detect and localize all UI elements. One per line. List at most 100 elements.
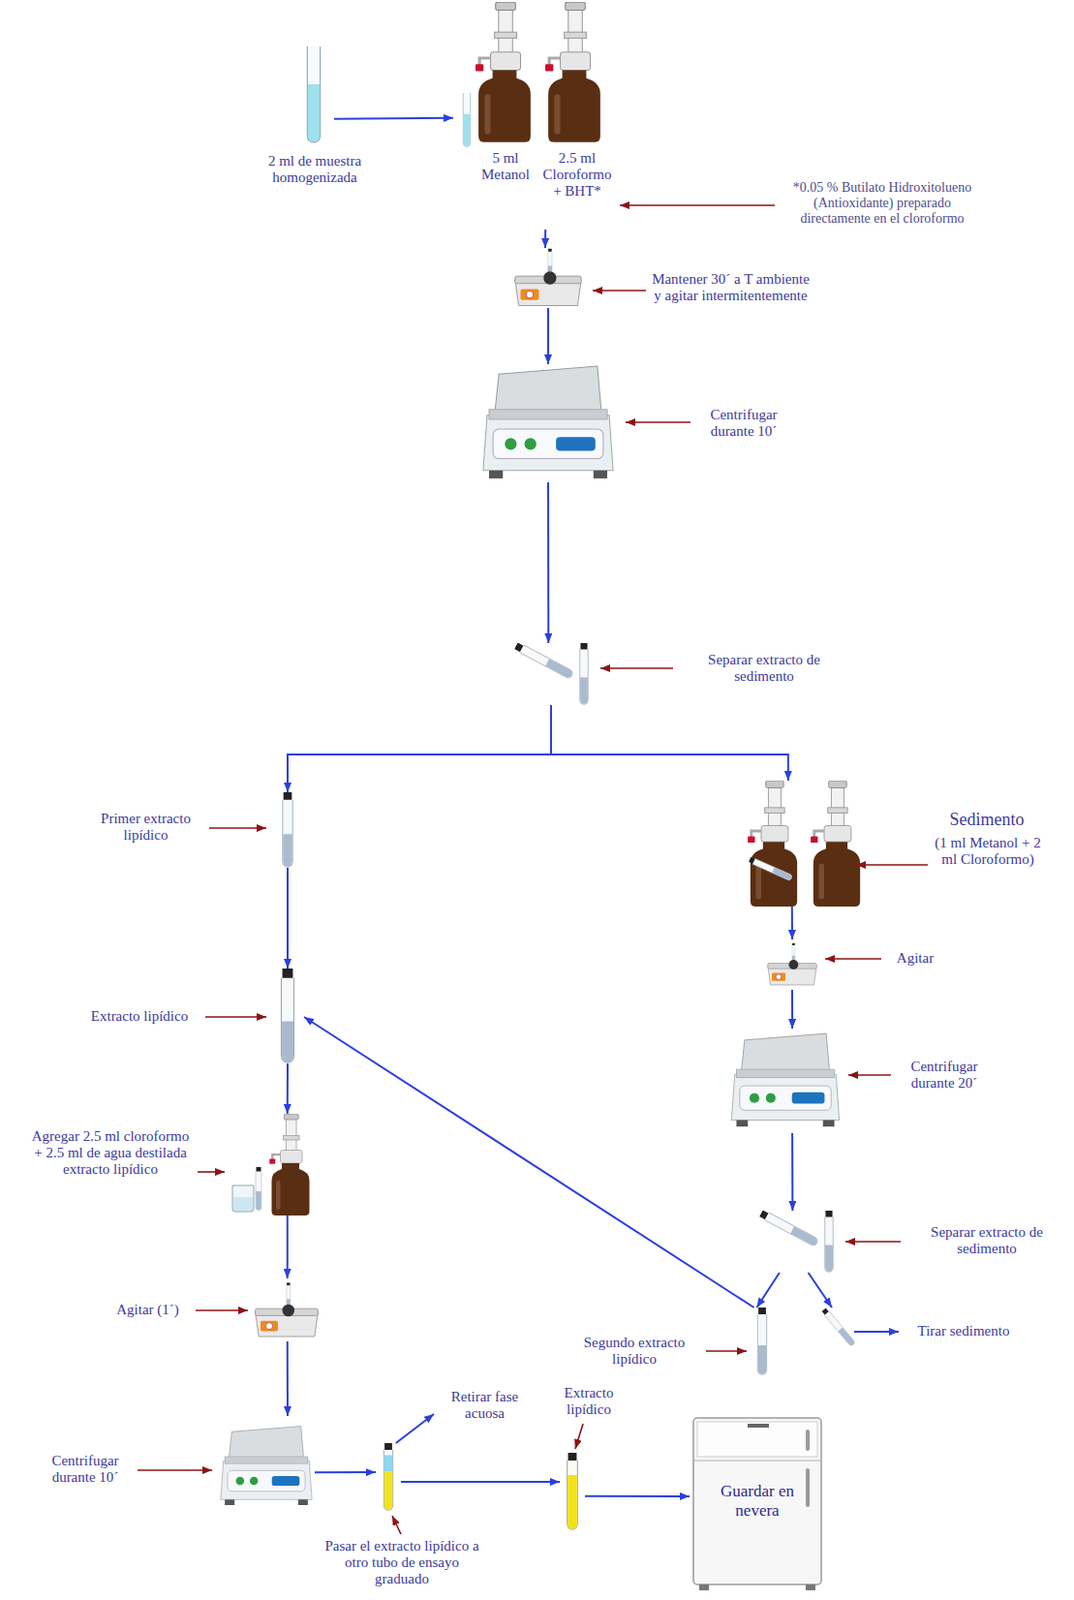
step-node: Segundo extracto lipídico <box>748 1307 776 1376</box>
step-node: Centrifugar durante 20´ <box>728 1028 843 1134</box>
vortex-agitator <box>515 248 582 307</box>
step-label: Primer extracto lipídico <box>85 810 207 844</box>
step-label: Guardar en nevera <box>699 1481 816 1521</box>
step-label: Segundo extracto lipídico <box>566 1334 703 1368</box>
leader-arrow <box>825 957 882 960</box>
step-node: Agitar (1´) <box>251 1278 322 1342</box>
step-node: Pasar el extracto lipídico a otro tubo d… <box>375 1442 401 1511</box>
step-node: Extracto lipídico <box>271 968 305 1064</box>
leader-arrow <box>625 421 691 424</box>
step-label: Mantener 30´ a T ambiente y agitar inter… <box>650 271 811 305</box>
step-label: Agitar <box>886 950 945 967</box>
dispenser-bottle <box>545 1 601 143</box>
step-node: Tirar sedimento <box>813 1307 851 1356</box>
step-label: (1 ml Metanol + 2 ml Cloroformo) <box>932 834 1044 868</box>
step-label: Centrifugar durante 20´ <box>895 1058 993 1092</box>
leader-arrow <box>205 1015 267 1018</box>
leader-arrow <box>592 289 646 292</box>
lipid-tube <box>567 1452 579 1530</box>
sample-tube <box>462 92 470 147</box>
leader-arrow <box>705 1350 747 1352</box>
step-node: 5 ml Metanol2.5 ml Cloroformo + BHT* <box>453 1 615 230</box>
step-node: Primer extracto lipídico <box>271 792 305 868</box>
discard-arrow <box>854 1330 899 1333</box>
flow-arrow <box>756 1272 780 1308</box>
dispenser-bottle <box>747 780 798 907</box>
sediment-tube <box>748 857 794 882</box>
step-node: Sedimento(1 ml Metanol + 2 ml Cloroformo… <box>740 780 869 907</box>
flow-arrow <box>547 482 550 644</box>
flow-arrow <box>791 1133 794 1211</box>
flow-arrow <box>286 867 289 969</box>
centrifuge <box>220 1426 312 1505</box>
step-label: Sedimento <box>905 809 1069 829</box>
dispenser-bottle <box>810 780 860 907</box>
extract-tube <box>757 1307 767 1375</box>
leader-arrow <box>195 1309 248 1312</box>
flow-arrow <box>584 1495 690 1498</box>
flow-arrow <box>544 229 547 248</box>
step-label: Agregar 2.5 ml cloroformo + 2.5 ml de ag… <box>27 1128 194 1178</box>
flow-arrow <box>551 705 789 781</box>
flow-arrow <box>334 117 454 121</box>
step-label: Centrifugar durante 10´ <box>695 406 793 440</box>
step-label: Separar extracto de sedimento <box>905 1224 1069 1258</box>
sample-tube <box>306 46 320 143</box>
leader-arrow <box>845 1240 901 1243</box>
step-node: Separar extracto de sedimento <box>752 1210 840 1273</box>
leader-arrow <box>848 1074 891 1076</box>
step-label: Agitar (1´) <box>101 1301 194 1319</box>
flow-arrow <box>400 1480 560 1483</box>
flow-arrow <box>314 1471 376 1473</box>
sediment-tube <box>821 1307 856 1347</box>
step-label: Pasar el extracto lipídico a otro tubo d… <box>324 1537 480 1588</box>
step-node: 2 ml de muestra homogenizada <box>295 43 335 149</box>
step-node: Centrifugar durante 10´ <box>476 364 620 483</box>
test-tubes <box>759 1209 834 1272</box>
step-node: Extracto lipídico <box>559 1452 585 1531</box>
vortex-agitator <box>767 943 817 985</box>
step-label: 2.5 ml Cloroformo + BHT* <box>537 150 617 200</box>
water-beaker <box>232 1185 254 1212</box>
step-label: Extracto lipídico <box>77 1008 202 1025</box>
centrifuge <box>483 366 614 479</box>
flow-arrow <box>791 906 794 940</box>
flow-arrow <box>304 1016 755 1308</box>
note-label: *0.05 % Butilato Hidroxitolueno (Antioxi… <box>779 180 985 227</box>
step-label: Centrifugar durante 10´ <box>36 1452 134 1486</box>
extract-tube <box>280 968 294 1063</box>
step-node: Agregar 2.5 ml cloroformo + 2.5 ml de ag… <box>227 1113 320 1216</box>
flow-arrow <box>286 1063 289 1114</box>
phase-tube <box>383 1442 393 1510</box>
dispenser-bottle <box>269 1113 309 1216</box>
step-label: 5 ml Metanol <box>469 150 542 184</box>
leader-arrow <box>600 667 674 670</box>
extract-tube <box>282 792 293 867</box>
flow-arrow <box>396 1413 434 1443</box>
centrifuge <box>731 1033 839 1127</box>
flow-arrow <box>287 705 552 793</box>
leader-arrow <box>209 827 267 829</box>
dispenser-bottle <box>475 1 531 143</box>
flow-arrow <box>547 307 550 365</box>
flow-arrow <box>808 1272 832 1308</box>
leader-arrow <box>856 863 928 866</box>
test-tubes <box>514 642 589 705</box>
extract-tube <box>255 1166 262 1211</box>
step-label: Retirar fase acuosa <box>433 1388 536 1422</box>
step-label: Separar extracto de sedimento <box>677 651 851 685</box>
leader-arrow <box>392 1515 401 1535</box>
flow-arrow <box>791 989 794 1029</box>
flow-arrow <box>286 1215 289 1279</box>
step-node: Agitar <box>765 939 820 990</box>
step-node: Guardar en nevera <box>689 1415 826 1593</box>
step-node: Retirar fase acuosa <box>433 1386 536 1426</box>
fridge <box>693 1417 822 1591</box>
leader-arrow <box>619 204 775 207</box>
flow-arrow <box>286 1341 289 1416</box>
step-node: Centrifugar durante 10´ <box>217 1415 315 1517</box>
